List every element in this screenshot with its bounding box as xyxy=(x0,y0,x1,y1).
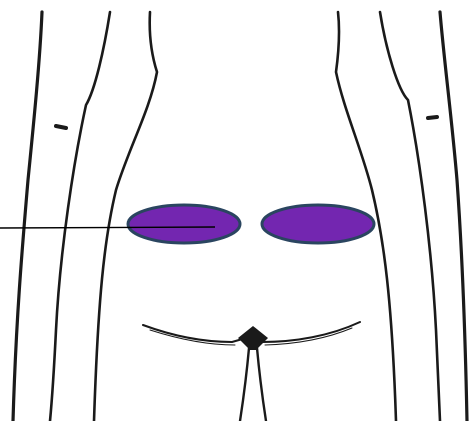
right-marked-region xyxy=(262,205,374,243)
right-elbow-mark xyxy=(428,117,437,118)
left-elbow-mark xyxy=(56,126,66,128)
pointer-line xyxy=(0,227,215,228)
left-marked-region xyxy=(128,205,240,243)
